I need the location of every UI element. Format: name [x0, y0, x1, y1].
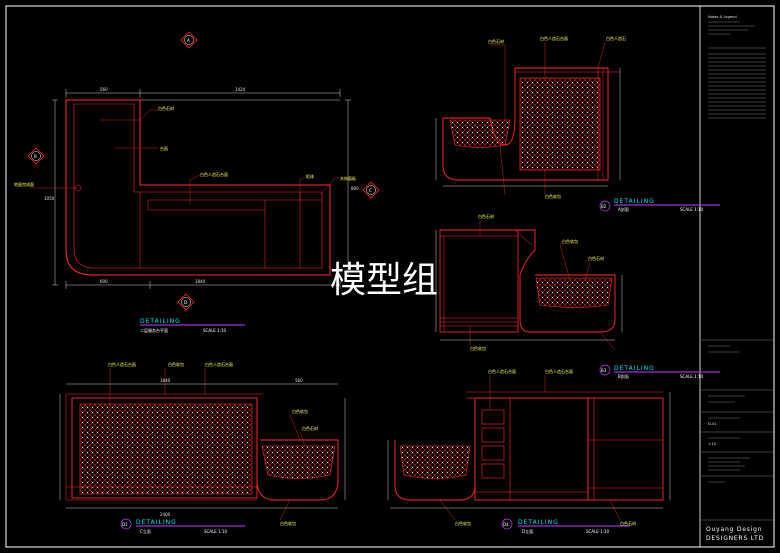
d4-marker: D4	[503, 522, 509, 527]
d1-note-6: 白色软包	[280, 520, 296, 526]
svg-text:1424: 1424	[235, 87, 246, 92]
watermark: 模型组	[330, 260, 438, 301]
b3-note-4: 白色软包	[470, 345, 486, 351]
section-marker-left: B	[27, 147, 45, 165]
d1-marker: D1	[122, 522, 128, 527]
d4-detail-sub: D立面	[522, 528, 533, 534]
section-marker-bottom: D	[177, 293, 195, 311]
d1-note-4: 白色软包	[292, 408, 308, 414]
svg-text:560: 560	[295, 378, 303, 383]
d4-detail-label: DETAILING	[518, 519, 559, 526]
b2-marker: B2	[601, 204, 607, 209]
d1-detail-sub: C立面	[140, 528, 151, 534]
plan-detail-sub: 二层服务台平面	[140, 327, 168, 333]
svg-text:C: C	[369, 188, 372, 193]
d1-note-2: 白色软包	[168, 361, 184, 367]
d4-note-3: 白色软包	[455, 520, 471, 526]
elevation-d4: 白色人造石台面 白色人造石台面 白色软包 白色石材 D4 DETAILING D…	[387, 368, 671, 534]
title-block-scale: 1:10	[708, 442, 717, 446]
d1-note-5: 白色石材	[302, 425, 318, 431]
d4-detail-scale: SCALE 1:10	[586, 529, 610, 534]
d1-detail-label: DETAILING	[136, 519, 177, 526]
section-b2: 白色石材 白色人造石台面 白色人造石 白色软包 B2 DETAILING A剖面…	[435, 35, 720, 212]
b3-note-3: 白色石材	[588, 255, 604, 261]
svg-text:1840: 1840	[160, 378, 171, 383]
svg-text:1840: 1840	[195, 279, 206, 284]
plan-note-6: 地面完成面	[14, 181, 34, 187]
b3-note-1: 白色石材	[478, 213, 494, 219]
b2-note-1: 白色石材	[488, 38, 504, 44]
b2-note-3: 白色人造石	[606, 35, 626, 41]
d4-note-1: 白色人造石台面	[488, 368, 516, 374]
title-block-drawing-no: D-01	[708, 422, 717, 426]
svg-text:2400: 2400	[160, 512, 171, 517]
section-marker-right: C	[362, 181, 380, 199]
plan-detail-scale: SCALE 1:10	[203, 328, 227, 333]
svg-text:560: 560	[100, 87, 108, 92]
svg-text:1050: 1050	[44, 196, 55, 201]
b2-note-4: 白色软包	[545, 193, 561, 199]
section-marker-top: A	[180, 31, 198, 49]
d1-note-1: 白色人造石台面	[108, 361, 136, 367]
plan-detail-label: DETAILING	[140, 318, 181, 325]
b2-detail-sub: A剖面	[618, 206, 629, 212]
b3-detail-label: DETAILING	[614, 365, 655, 372]
b2-note-2: 白色人造石台面	[540, 35, 568, 41]
b3-detail-sub: B剖面	[618, 373, 629, 379]
svg-text:D: D	[184, 300, 187, 305]
d4-note-2: 白色人造石台面	[545, 368, 573, 374]
plan-note-5: 木饰面板	[340, 175, 356, 181]
plan-note-3: 白色人造石台面	[200, 171, 228, 177]
b2-detail-scale: SCALE 1:10	[680, 207, 704, 212]
title-block: Notes & Legend	[700, 15, 774, 542]
section-b3: 白色石材 白色软包 白色石材 白色软包 B3 DETAILING B剖面 SCA…	[435, 213, 720, 379]
d1-note-3: 白色人造石台面	[205, 361, 233, 367]
b3-note-2: 白色软包	[562, 238, 578, 244]
d4-note-4: 白色石材	[620, 520, 636, 526]
elevation-d1: 1840 560 2400 白色人造石台面 白色软包 白色人造石台面 白色软包 白色…	[59, 361, 346, 534]
b2-detail-label: DETAILING	[614, 198, 655, 205]
title-block-heading: Notes & Legend	[708, 15, 737, 19]
plan-note-2: 台面	[160, 145, 168, 151]
b3-marker: B3	[601, 368, 607, 373]
svg-text:B: B	[34, 154, 37, 159]
sheet-border	[5, 5, 775, 548]
svg-text:600: 600	[100, 279, 108, 284]
company-name-line1: Ouyang Design	[706, 526, 762, 533]
plan-note-1: 白色石材	[158, 105, 174, 111]
svg-text:A: A	[187, 38, 190, 43]
svg-text:800: 800	[351, 186, 359, 191]
company-name-line2: DESIGNERS LTD	[706, 535, 764, 542]
plan-note-4: 柜体	[306, 173, 314, 179]
d1-detail-scale: SCALE 1:10	[204, 529, 228, 534]
b3-detail-scale: SCALE 1:10	[680, 374, 704, 379]
